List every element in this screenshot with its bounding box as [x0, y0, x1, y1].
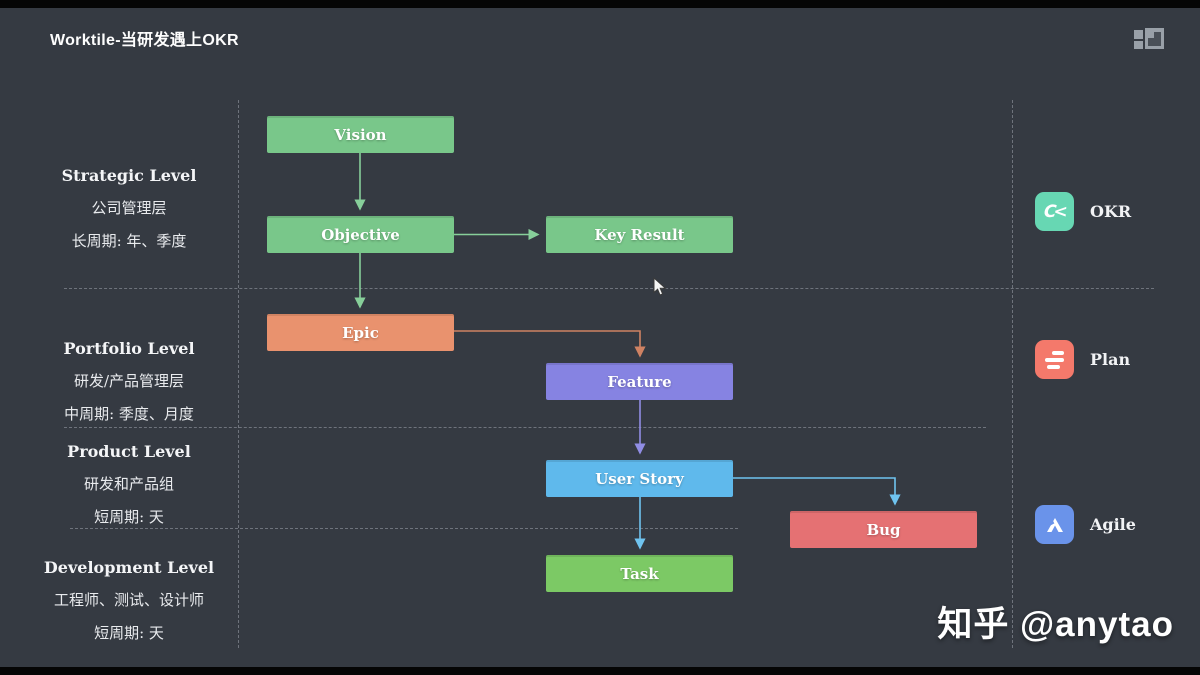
level-period: 短周期: 天 — [94, 624, 164, 642]
level-period: 短周期: 天 — [94, 508, 164, 526]
mouse-cursor-icon — [653, 276, 667, 301]
node-epic: Epic — [267, 314, 454, 351]
agile-icon — [1035, 505, 1074, 544]
node-bug: Bug — [790, 511, 977, 548]
level-portfolio: Portfolio Level 研发/产品管理层 中周期: 季度、月度 — [20, 339, 238, 424]
plan-icon — [1035, 340, 1074, 379]
level-period: 长周期: 年、季度 — [71, 232, 187, 250]
node-key-result: Key Result — [546, 216, 733, 253]
legend-label: Plan — [1090, 350, 1131, 369]
level-subtitle: 工程师、测试、设计师 — [53, 591, 204, 609]
legend-agile: Agile — [1035, 505, 1136, 544]
legend-okr: C< OKR — [1035, 192, 1131, 231]
zhihu-watermark: 知乎 @anytao — [937, 605, 1174, 644]
letterbox-top — [0, 0, 1200, 8]
legend-plan: Plan — [1035, 340, 1130, 379]
level-period: 中周期: 季度、月度 — [64, 405, 194, 423]
level-title: Product Level — [67, 442, 191, 461]
level-development: Development Level 工程师、测试、设计师 短周期: 天 — [20, 558, 238, 643]
slide-title: Worktile-当研发遇上OKR — [50, 32, 239, 49]
dashed-divider-vertical-right — [1012, 100, 1013, 648]
level-title: Development Level — [43, 558, 215, 577]
node-objective: Objective — [267, 216, 454, 253]
legend-label: Agile — [1090, 515, 1136, 534]
node-user-story: User Story — [546, 460, 733, 497]
dashed-divider-vertical-left — [238, 100, 239, 648]
dashed-divider-portfolio-product — [64, 427, 986, 428]
legend-label: OKR — [1090, 202, 1132, 221]
level-title: Strategic Level — [61, 166, 197, 185]
grid-layout-icon[interactable] — [1134, 28, 1164, 51]
node-vision: Vision — [267, 116, 454, 153]
level-subtitle: 公司管理层 — [91, 199, 167, 217]
level-strategic: Strategic Level 公司管理层 长周期: 年、季度 — [20, 166, 238, 251]
letterbox-bottom — [0, 667, 1200, 675]
okr-icon: C< — [1035, 192, 1074, 231]
node-feature: Feature — [546, 363, 733, 400]
level-subtitle: 研发/产品管理层 — [73, 372, 185, 390]
node-task: Task — [546, 555, 733, 592]
level-product: Product Level 研发和产品组 短周期: 天 — [20, 442, 238, 527]
dashed-divider-product-development — [70, 528, 738, 529]
level-subtitle: 研发和产品组 — [83, 475, 174, 493]
level-title: Portfolio Level — [63, 339, 195, 358]
dashed-divider-strategic-portfolio — [64, 288, 1154, 289]
